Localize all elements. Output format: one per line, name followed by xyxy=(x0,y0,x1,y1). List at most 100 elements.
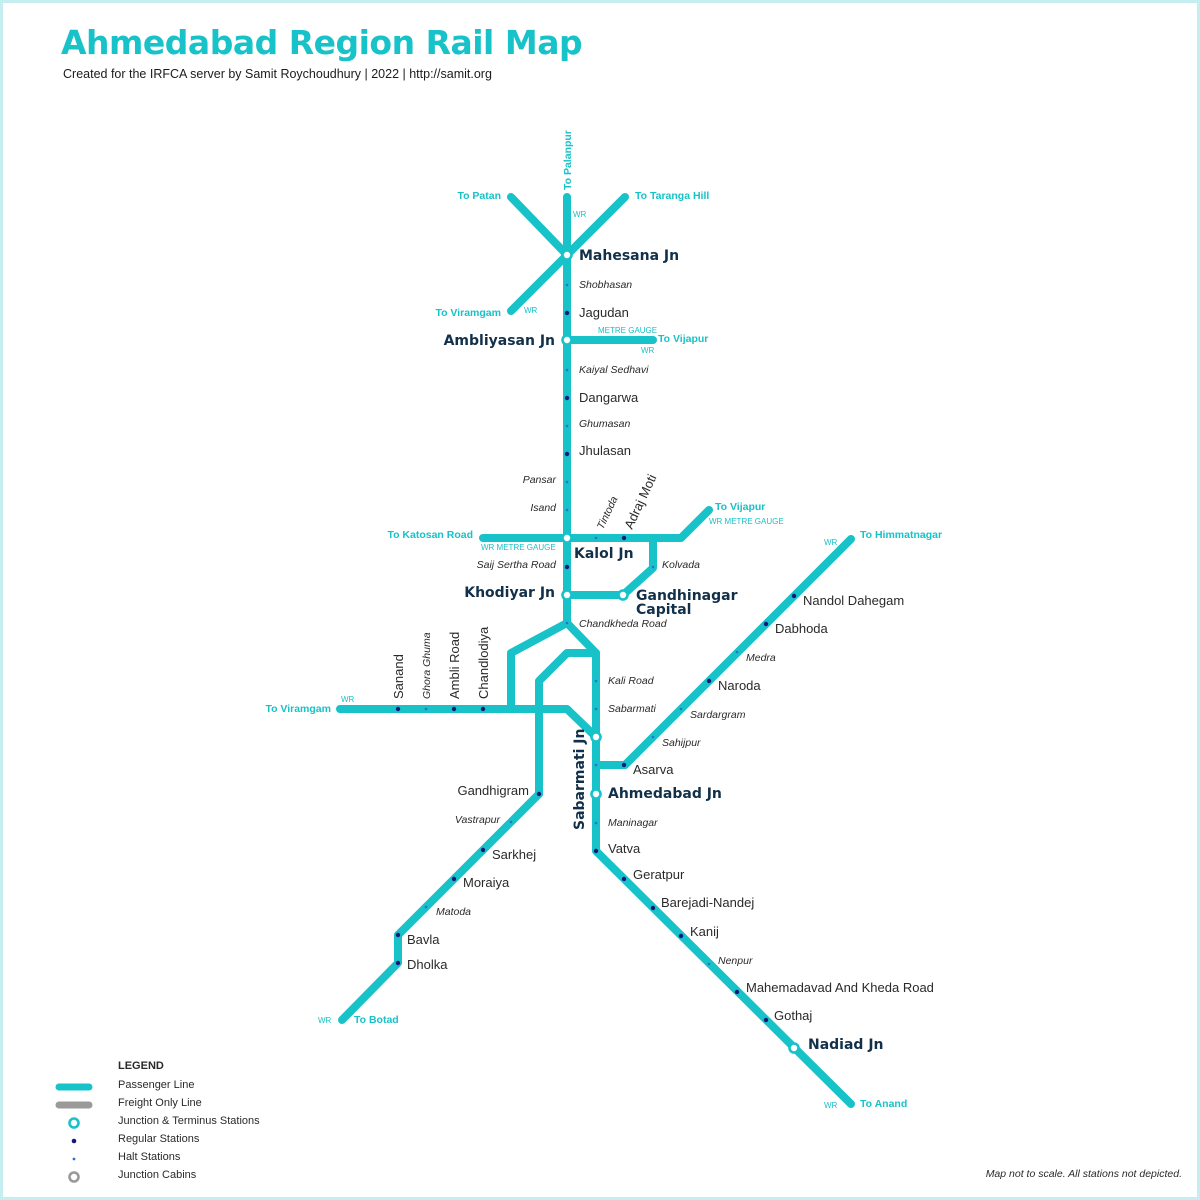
legend-item-junction-cabins: Junction Cabins xyxy=(55,1168,375,1186)
halt-station-dot xyxy=(594,707,598,711)
halt-station-dot xyxy=(679,707,683,711)
tag-wr-himmatnagar: WR xyxy=(824,538,838,547)
tag-wr-palanpur: WR xyxy=(573,210,587,219)
halt-station-dot xyxy=(509,820,513,824)
halt-station-dot xyxy=(424,707,428,711)
station-label-asarva: Asarva xyxy=(633,762,674,777)
regular-station-dot xyxy=(706,678,712,684)
destination-label-vijapur-ambliyasan: To Vijapur xyxy=(658,333,708,345)
legend-item-junction-stations: Junction & Terminus Stations xyxy=(55,1114,375,1132)
halt-label-shobhasan: Shobhasan xyxy=(579,279,632,291)
station-label-adraj-moti: Adraj Moti xyxy=(621,472,659,531)
halt-station-dot xyxy=(565,621,569,625)
station-label-geratpur: Geratpur xyxy=(633,867,685,882)
junction-stations xyxy=(561,249,800,1054)
station-label-naroda: Naroda xyxy=(718,678,761,693)
regular-station-dot xyxy=(451,876,457,882)
destination-labels: To Palanpur To Patan To Taranga Hill To … xyxy=(265,130,942,1110)
legend-label-regular-stations: Regular Stations xyxy=(118,1133,200,1145)
regular-station-dot xyxy=(621,762,627,768)
station-label-jhulasan: Jhulasan xyxy=(579,443,631,458)
halt-station-dot xyxy=(565,368,569,372)
freight-line-symbol xyxy=(55,1101,93,1109)
line-mahesana-to-viramgam xyxy=(507,251,571,315)
halt-label-matoda: Matoda xyxy=(436,906,471,918)
tag-wr-botad: WR xyxy=(318,1016,332,1025)
map-subtitle: Created for the IRFCA server by Samit Ro… xyxy=(63,67,492,81)
station-label-barejadi-nandej: Barejadi-Nandej xyxy=(661,895,754,910)
station-label-dangarwa: Dangarwa xyxy=(579,390,639,405)
halt-label-kaiyal-sedhavi: Kaiyal Sedhavi xyxy=(579,364,649,376)
halt-station-dot xyxy=(651,735,655,739)
halt-station-symbol xyxy=(72,1157,76,1161)
halt-label-medra: Medra xyxy=(746,652,776,664)
destination-label-katosan-road: To Katosan Road xyxy=(387,529,473,541)
tag-metre-gauge-ambliyasan: METRE GAUGE xyxy=(598,326,657,335)
junction-station-marker xyxy=(617,589,629,601)
destination-label-botad: To Botad xyxy=(354,1014,399,1026)
halt-label-ghora-ghuma: Ghora Ghuma xyxy=(421,632,433,699)
line-tags: WR WR METRE GAUGE WR WR METRE GAUGE WR M… xyxy=(318,210,838,1110)
halt-station-dot xyxy=(424,905,428,909)
legend-title: LEGEND xyxy=(118,1060,164,1072)
legend-label-junction-stations: Junction & Terminus Stations xyxy=(118,1115,260,1127)
line-bavla-to-botad xyxy=(338,931,402,1024)
map-title: Ahmedabad Region Rail Map xyxy=(61,23,583,62)
regular-station-dot xyxy=(763,1017,769,1023)
junction-label-khodiyar: Khodiyar Jn xyxy=(464,585,555,601)
halt-stations xyxy=(424,283,739,966)
line-chord-to-gandhigram xyxy=(535,649,600,798)
regular-station-labels: Jagudan Dangarwa Jhulasan Adraj Moti Nan… xyxy=(391,305,934,1023)
legend-item-halt-stations: Halt Stations xyxy=(55,1150,375,1168)
regular-station-dot xyxy=(536,791,542,797)
junction-station-symbol xyxy=(68,1117,80,1129)
junction-station-marker xyxy=(561,532,573,544)
halt-label-nenpur: Nenpur xyxy=(718,955,753,967)
halt-label-ghumasan: Ghumasan xyxy=(579,418,631,430)
halt-label-pansar: Pansar xyxy=(523,474,557,486)
legend-label-freight-line: Freight Only Line xyxy=(118,1097,202,1109)
junction-label-gandhinagar-capital: Capital xyxy=(636,602,691,618)
destination-label-palanpur: To Palanpur xyxy=(562,130,574,190)
regular-station-dot xyxy=(564,564,570,570)
regular-station-dot xyxy=(395,932,401,938)
line-vatva-to-anand xyxy=(592,847,855,1108)
line-khodiyar-to-sabarmati-chandkheda xyxy=(563,591,600,741)
halt-label-isand: Isand xyxy=(530,502,557,514)
halt-station-dot xyxy=(651,565,655,569)
halt-station-dot xyxy=(565,283,569,287)
station-label-gothaj: Gothaj xyxy=(774,1008,812,1023)
halt-label-kali-road: Kali Road xyxy=(608,675,655,687)
halt-label-sabarmati: Sabarmati xyxy=(608,703,657,715)
junction-station-marker xyxy=(561,249,573,261)
legend-label-junction-cabins: Junction Cabins xyxy=(118,1169,197,1181)
regular-station-dot xyxy=(564,310,570,316)
station-label-ambli-road: Ambli Road xyxy=(447,632,462,699)
halt-station-dot xyxy=(594,763,598,767)
regular-station-dot xyxy=(395,960,401,966)
junction-label-nadiad: Nadiad Jn xyxy=(808,1037,884,1053)
station-label-moraiya: Moraiya xyxy=(463,875,510,890)
line-khodiyar-to-viramgam-chord xyxy=(507,619,571,713)
regular-station-dot xyxy=(480,847,486,853)
tag-wr-anand: WR xyxy=(824,1101,838,1110)
regular-station-symbol xyxy=(71,1138,77,1144)
halt-station-dot xyxy=(565,424,569,428)
junction-cabin-symbol xyxy=(68,1171,80,1183)
regular-stations xyxy=(395,310,797,1023)
station-label-kanij: Kanij xyxy=(690,924,719,939)
rail-map: Mahesana Jn Ambliyasan Jn Kalol Jn Khodi… xyxy=(265,130,942,1110)
regular-station-dot xyxy=(791,593,797,599)
regular-station-dot xyxy=(564,451,570,457)
legend-item-freight-line: Freight Only Line xyxy=(55,1096,375,1114)
passenger-line-symbol xyxy=(55,1083,93,1091)
destination-label-viramgam-north: To Viramgam xyxy=(435,307,501,319)
legend-item-regular-stations: Regular Stations xyxy=(55,1132,375,1150)
junction-station-marker xyxy=(788,1042,800,1054)
station-label-chandlodiya: Chandlodiya xyxy=(476,626,491,699)
station-label-jagudan: Jagudan xyxy=(579,305,629,320)
halt-station-dot xyxy=(594,821,598,825)
halt-label-kolvada: Kolvada xyxy=(662,559,700,571)
regular-station-dot xyxy=(395,706,401,712)
